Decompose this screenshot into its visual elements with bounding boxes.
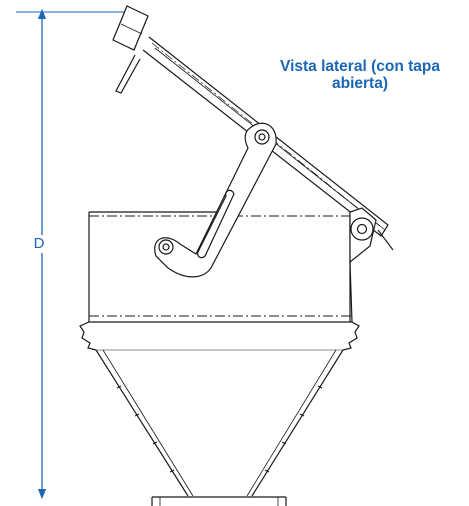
strut-arm <box>154 122 277 278</box>
cone-left-outer <box>95 349 189 497</box>
cone-right-inner <box>246 349 337 497</box>
lid-handle <box>112 5 149 51</box>
dimension-d <box>16 8 128 500</box>
dimension-label: D <box>28 235 50 253</box>
cone-right-outer <box>251 349 344 497</box>
arm-pivot-bottom-outer <box>158 239 174 255</box>
hinge-pin-outer <box>350 217 374 241</box>
body-right-edge <box>349 261 353 323</box>
view-title-line2: abierta) <box>332 75 388 92</box>
lid-front-lip <box>115 54 141 94</box>
arm-pivot-top-outer <box>254 129 270 145</box>
cone-right-bolts <box>264 385 323 473</box>
lid-rear-tab <box>377 229 394 251</box>
view-title: Vista lateral (con tapa abierta) <box>256 58 464 92</box>
cone-left-inner <box>102 349 194 497</box>
outlet-flange <box>151 496 287 506</box>
view-title-line1: Vista lateral (con tapa <box>280 58 440 75</box>
arm-pivot-bottom-inner <box>162 243 170 251</box>
hinge-pin-inner <box>356 223 368 235</box>
arm-slot <box>197 189 235 259</box>
lid-handle-line <box>120 23 143 35</box>
hopper-cone <box>95 349 344 497</box>
arm-pivot-top-inner <box>258 133 266 141</box>
hinge <box>349 207 377 264</box>
cone-left-bolts <box>116 385 175 473</box>
body-right-lip <box>342 321 360 351</box>
arm-outline <box>154 122 277 278</box>
body-left-lip <box>79 321 97 351</box>
